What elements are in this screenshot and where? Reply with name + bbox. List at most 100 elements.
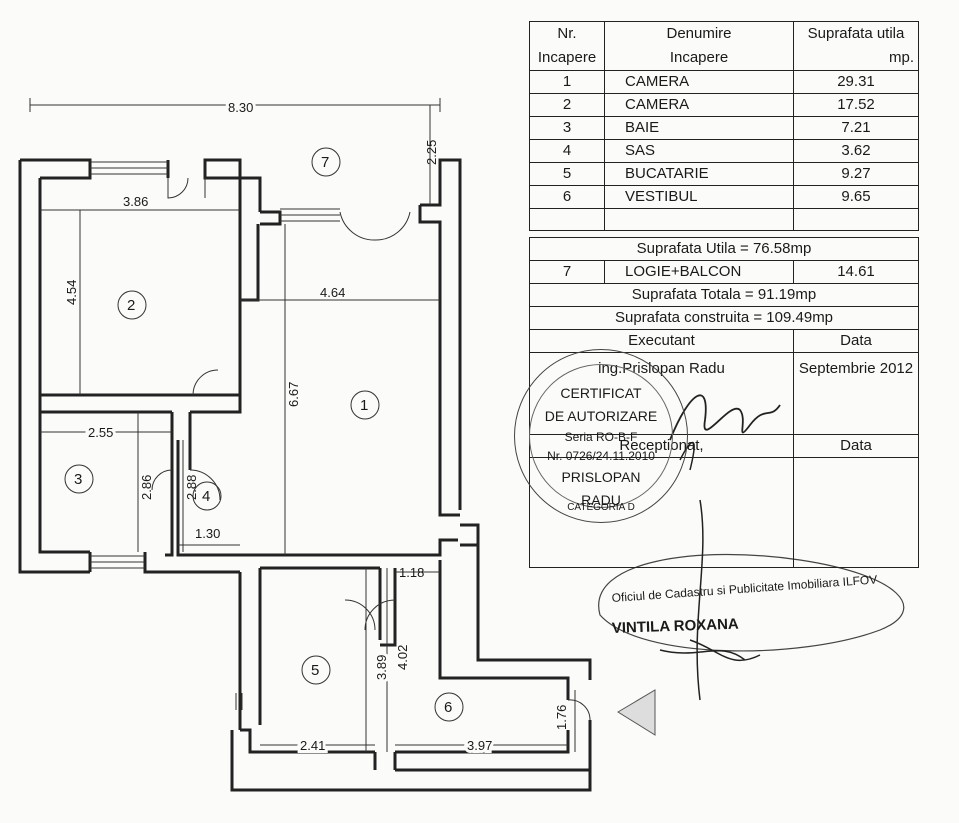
balcony-area: 14.61 xyxy=(794,261,918,284)
row-area: 9.27 xyxy=(794,163,918,186)
dim-balcony-depth: 2.25 xyxy=(424,140,439,165)
office-stamp-line1: Oficiul de Cadastru si Publicitate Imobi… xyxy=(611,572,877,605)
dim-room4-width: 1.30 xyxy=(195,526,220,541)
dim-room2-width: 3.86 xyxy=(123,194,148,209)
table-row: 5 BUCATARIE 9.27 xyxy=(529,163,919,186)
dim-vestibule-width: 3.97 xyxy=(467,738,492,753)
dim-room1-width: 4.64 xyxy=(320,285,345,300)
stamp-line-certificat: CERTIFICAT xyxy=(560,385,642,401)
row-name: VESTIBUL xyxy=(605,186,794,209)
header-nr: Nr. Incapere xyxy=(530,22,605,71)
header-area-line1: Suprafata utila xyxy=(807,25,905,42)
row-name: CAMERA xyxy=(605,71,794,94)
executant-header-row: Executant Data xyxy=(529,330,919,353)
row-area: 29.31 xyxy=(794,71,918,94)
balcony-row: 7 LOGIE+BALCON 14.61 xyxy=(529,261,919,284)
data-label: Data xyxy=(794,330,918,353)
executant-label: Executant xyxy=(530,330,794,353)
dim-room3-height: 2.86 xyxy=(139,475,154,500)
header-area-line2: mp. xyxy=(888,49,914,66)
table-header-row: Nr. Incapere Denumire Incapere Suprafata… xyxy=(529,21,919,71)
table-row: 4 SAS 3.62 xyxy=(529,140,919,163)
doors xyxy=(151,177,591,721)
row-area: 7.21 xyxy=(794,117,918,140)
receptionat-row xyxy=(529,458,919,568)
balcony-nr: 7 xyxy=(530,261,605,284)
walls xyxy=(18,158,592,792)
stamp-line-seria: Seria RO-B-F xyxy=(564,430,638,444)
row-name: CAMERA xyxy=(605,94,794,117)
stamp-line-firstname: RADU xyxy=(581,492,621,508)
dim-entry-depth: 1.76 xyxy=(554,705,569,730)
dimension-labels: 8.30 2.25 3.86 4.54 4.64 6.67 2.55 2.86 … xyxy=(64,97,569,756)
office-stamp-line2: VINTILA ROXANA xyxy=(612,616,740,637)
row-area: 17.52 xyxy=(794,94,918,117)
stamp-text: CERTIFICAT DE AUTORIZARE Seria RO-B-F Nr… xyxy=(515,382,687,512)
row-name: BAIE xyxy=(605,117,794,140)
table-row-empty xyxy=(529,209,919,231)
dim-room4-height: 2.88 xyxy=(184,475,199,500)
row-empty-name xyxy=(605,209,794,231)
dim-room3-width: 2.55 xyxy=(88,425,113,440)
header-nr-line1: Nr. xyxy=(557,25,577,42)
row-nr: 6 xyxy=(530,186,605,209)
stamp-inner-ring xyxy=(529,364,673,508)
receptionat-date-cell xyxy=(794,458,918,568)
summary-row: Suprafata construita = 109.49mp xyxy=(529,307,919,330)
room-numbers: 1 2 3 4 5 6 7 xyxy=(64,147,464,722)
row-nr: 3 xyxy=(530,117,605,140)
row-nr: 1 xyxy=(530,71,605,94)
room-number-4: 4 xyxy=(202,488,210,505)
stamp-line-nr: Nr. 0726/24.11.2010 xyxy=(547,449,655,463)
header-name-line2: Incapere xyxy=(669,49,729,66)
header-name-line1: Denumire xyxy=(666,25,732,42)
dim-kitchen-width: 2.41 xyxy=(300,738,325,753)
row-nr: 2 xyxy=(530,94,605,117)
header-nr-line2: Incapere xyxy=(537,49,597,66)
dim-total-width: 8.30 xyxy=(228,100,253,115)
summary-row: Suprafata Utila = 76.58mp xyxy=(529,237,919,261)
data-label-2: Data xyxy=(794,435,918,458)
table-row: 6 VESTIBUL 9.65 xyxy=(529,186,919,209)
authorization-stamp: CERTIFICAT DE AUTORIZARE Seria RO-B-F Nr… xyxy=(514,349,688,523)
suprafata-totala: Suprafata Totala = 91.19mp xyxy=(530,284,918,307)
room-number-3: 3 xyxy=(74,471,82,488)
header-area: Suprafata utila mp. xyxy=(794,22,918,71)
row-empty-nr xyxy=(530,209,605,231)
suprafata-construita: Suprafata construita = 109.49mp xyxy=(530,307,918,330)
row-name: SAS xyxy=(605,140,794,163)
row-area: 9.65 xyxy=(794,186,918,209)
row-area: 3.62 xyxy=(794,140,918,163)
table-row: 2 CAMERA 17.52 xyxy=(529,94,919,117)
dim-kitchen-height: 3.89 xyxy=(374,655,389,680)
windows xyxy=(90,161,340,710)
row-empty-area xyxy=(794,209,918,231)
stamp-line-autorizare: DE AUTORIZARE xyxy=(544,408,658,424)
row-nr: 5 xyxy=(530,163,605,186)
header-name: Denumire Incapere xyxy=(605,22,794,71)
balcony-name: LOGIE+BALCON xyxy=(605,261,794,284)
area-table: Nr. Incapere Denumire Incapere Suprafata… xyxy=(529,21,919,568)
dim-room2-height: 4.54 xyxy=(64,280,79,305)
row-nr: 4 xyxy=(530,140,605,163)
room-number-1: 1 xyxy=(360,397,368,414)
executant-date: Septembrie 2012 xyxy=(794,353,918,435)
dim-corridor-width: 1.18 xyxy=(399,565,424,580)
summary-row: Suprafata Totala = 91.19mp xyxy=(529,284,919,307)
receptionat-cell xyxy=(530,458,794,568)
stamp-line-surname: PRISLOPAN xyxy=(561,469,641,485)
row-name: BUCATARIE xyxy=(605,163,794,186)
dim-vestibule-height: 4.02 xyxy=(395,645,410,670)
table-row: 3 BAIE 7.21 xyxy=(529,117,919,140)
entrance-arrow-icon xyxy=(617,689,656,736)
room-number-6: 6 xyxy=(444,699,452,716)
room-number-2: 2 xyxy=(127,297,135,314)
dimension-lines xyxy=(29,98,576,752)
suprafata-utila: Suprafata Utila = 76.58mp xyxy=(530,238,918,261)
room-number-7: 7 xyxy=(321,154,329,171)
stamp-category: CATEGORIA D xyxy=(567,502,635,513)
dim-room1-height: 6.67 xyxy=(286,382,301,407)
table-row: 1 CAMERA 29.31 xyxy=(529,71,919,94)
room-number-5: 5 xyxy=(311,662,319,679)
